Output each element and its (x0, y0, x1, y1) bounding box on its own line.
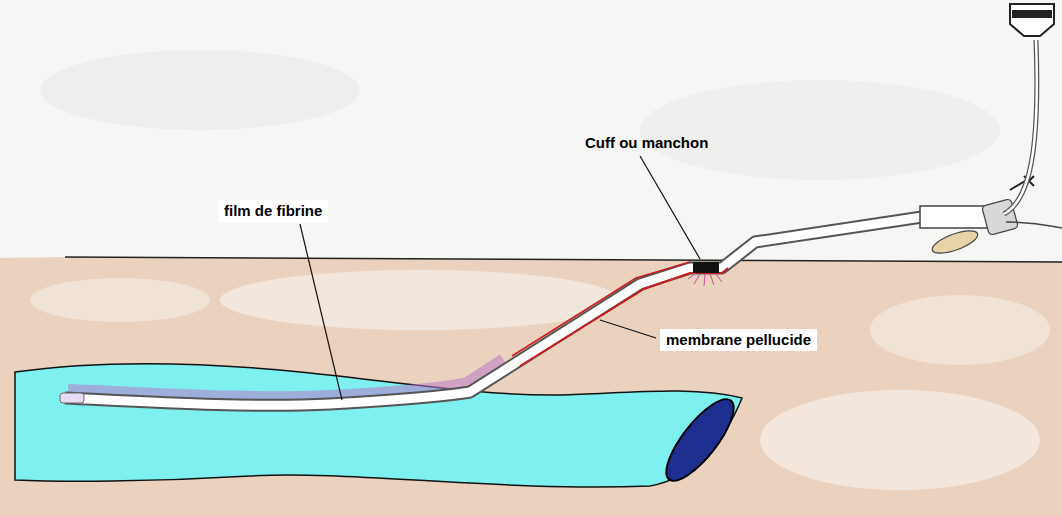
vein (15, 364, 742, 487)
leader-line (300, 224, 342, 400)
membrane-label: membrane pellucide (660, 329, 817, 351)
infusion-line (1004, 40, 1037, 214)
bag-band (1012, 10, 1052, 18)
fibrin-label: film de fibrine (218, 200, 328, 222)
cuff (693, 262, 719, 273)
catheter-lumen (65, 217, 922, 405)
infusion-line (1004, 40, 1037, 214)
texture (640, 80, 1000, 180)
catheter-tube (65, 217, 922, 405)
leader-line (600, 320, 656, 338)
membrane-line (520, 268, 728, 366)
tissue-texture (30, 278, 210, 322)
vein-cut-end (656, 390, 744, 490)
tissue-texture (870, 295, 1050, 365)
catheter-tip (60, 393, 84, 403)
leader-line (640, 156, 700, 259)
infusion-bag (1010, 4, 1054, 36)
infusion-line (1006, 222, 1062, 228)
texture (40, 50, 360, 130)
tissue (0, 257, 1062, 516)
tissue-texture (760, 390, 1040, 490)
clamp (930, 226, 981, 257)
cuff-label: Cuff ou manchon (585, 134, 708, 152)
cuff-reaction (688, 272, 722, 286)
tissue-texture (220, 270, 620, 330)
skin-line (65, 257, 1062, 262)
